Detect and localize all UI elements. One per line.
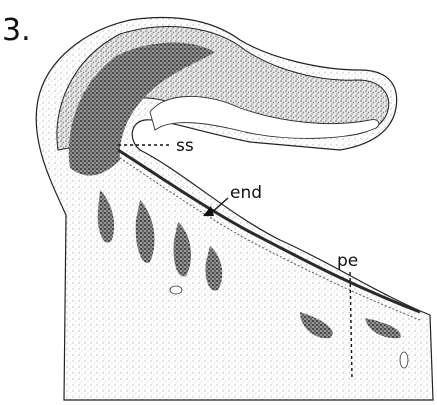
label-ss: ss xyxy=(176,136,194,156)
vesicle-1 xyxy=(170,286,182,294)
label-end: end xyxy=(230,183,262,203)
vesicle-2 xyxy=(400,352,408,368)
figure-number: 3. xyxy=(2,13,31,48)
label-pe: pe xyxy=(337,251,358,271)
